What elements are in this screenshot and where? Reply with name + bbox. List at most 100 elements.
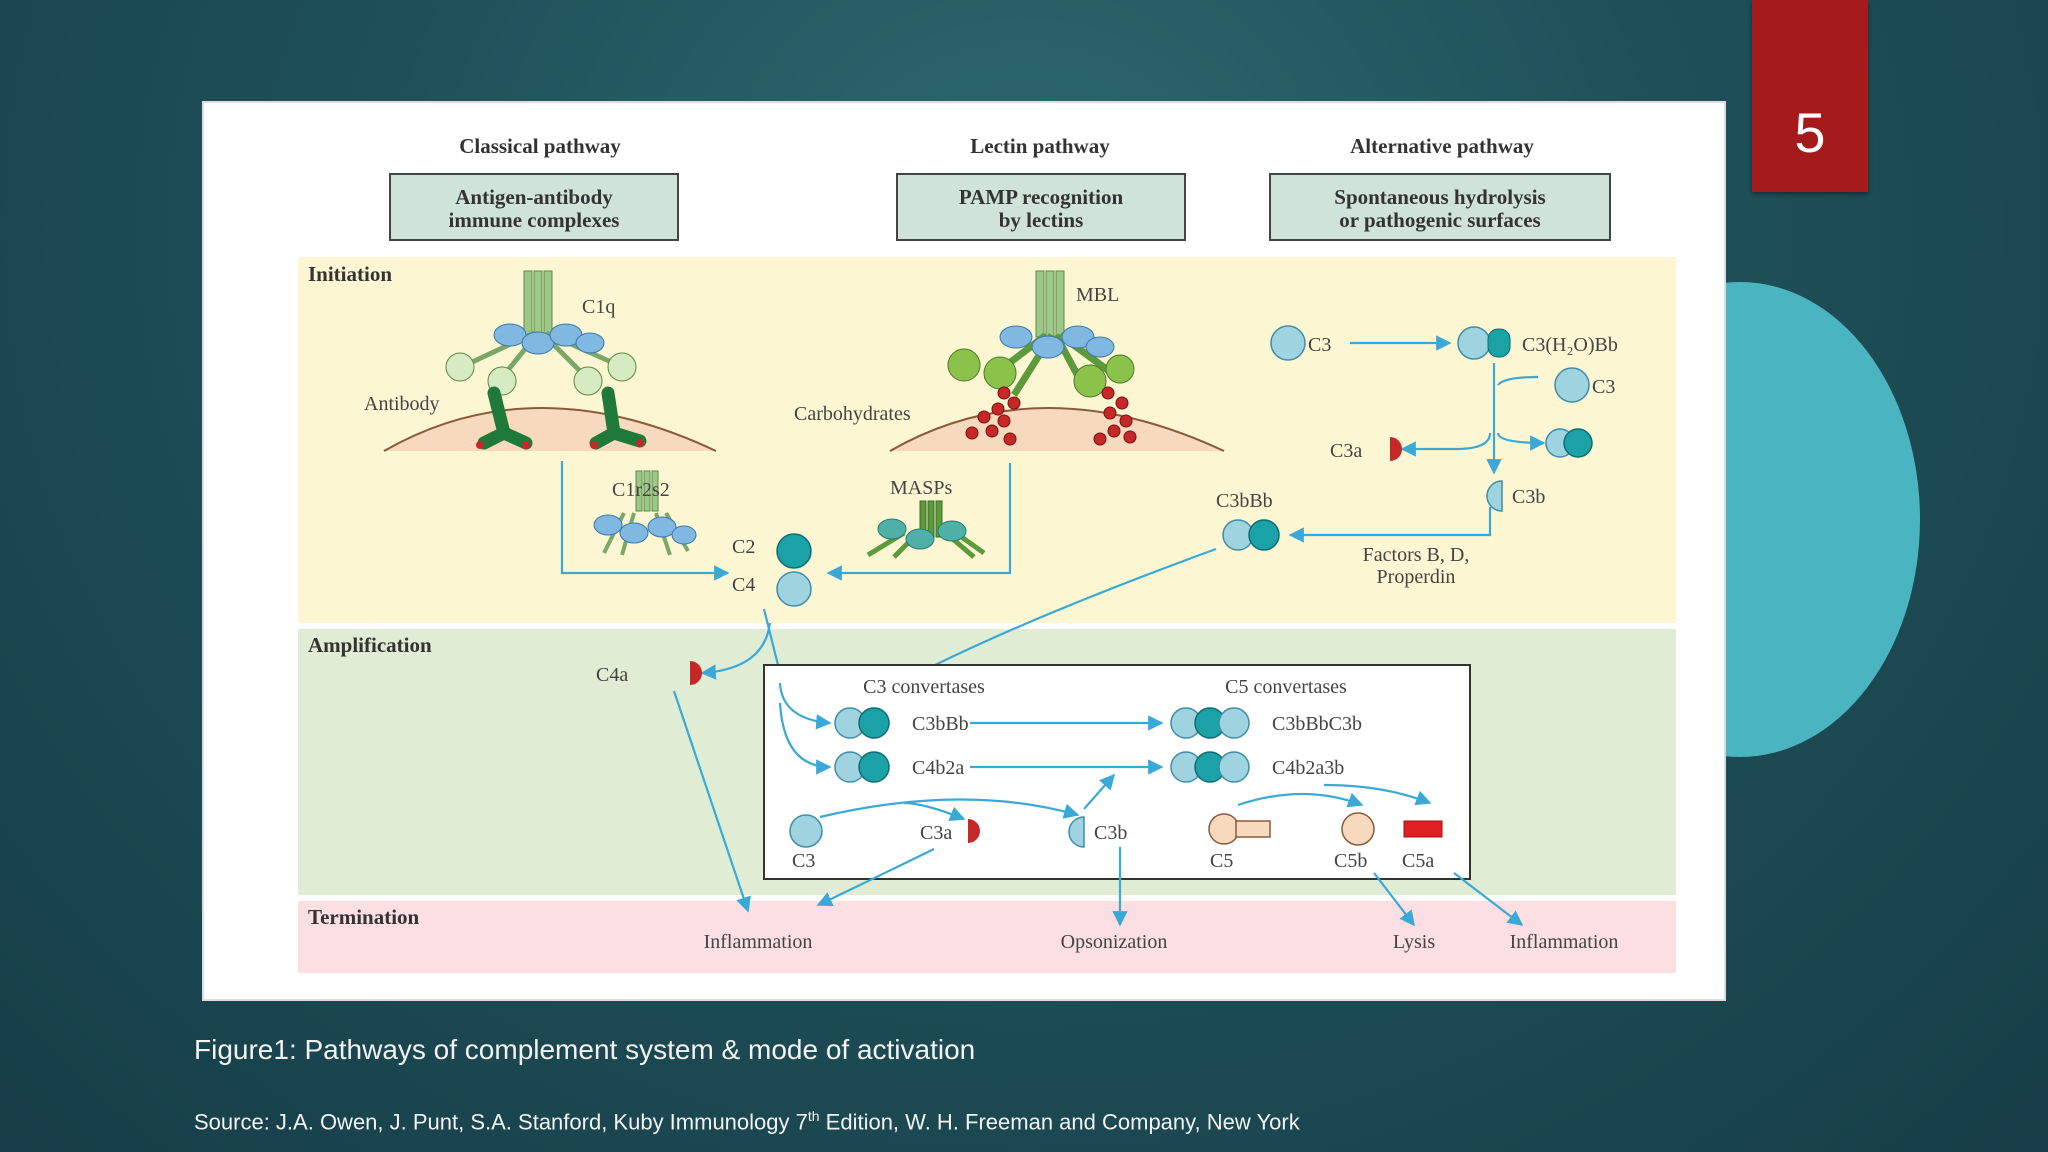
- c5b-lysis-arrow: [1373, 872, 1415, 927]
- alt-c3a-label: C3a: [1330, 440, 1362, 462]
- alt-c3b-label: C3b: [1512, 486, 1545, 508]
- alt-c3-label: C3: [1308, 334, 1331, 356]
- c3a-fragment: [1390, 437, 1402, 461]
- amp-c3-molecule: [789, 814, 823, 848]
- factors-line2: Properdin: [1377, 566, 1456, 588]
- mbl-carbohydrate-illustration: [889, 270, 1225, 452]
- c2-label: C2: [732, 536, 755, 558]
- c4a-fragment: [690, 661, 702, 685]
- c4a-label: C4a: [596, 664, 628, 686]
- c3-convertase-arrow: [1496, 432, 1546, 451]
- c4b2a3b-c: [1218, 751, 1250, 783]
- classical-trigger-line2: immune complexes: [449, 208, 620, 232]
- to-c4b2a-arrow: [778, 702, 832, 775]
- c3-convertases-label: C3 convertases: [863, 676, 985, 698]
- c4-label: C4: [732, 574, 755, 596]
- antibody-label: Antibody: [364, 393, 440, 415]
- c5-convertases-label: C5 convertases: [1225, 676, 1347, 698]
- amp-c4b2a-b: [858, 751, 890, 783]
- c4a-release-arrow: [700, 622, 772, 680]
- c3-to-c3b-arrow: [819, 798, 1080, 819]
- amp-c3-label: C3: [792, 850, 815, 872]
- source-text-start: Source: J.A. Owen, J. Punt, S.A. Stanfor…: [194, 1109, 808, 1135]
- factors-arrow: [1288, 507, 1492, 543]
- c5-label: C5: [1210, 850, 1233, 872]
- classical-trigger-box: [389, 173, 679, 241]
- bb-bound-molecule: [1563, 428, 1593, 458]
- to-c3bbb-arrow: [778, 682, 832, 730]
- c3bbbc3b-label: C3bBbC3b: [1272, 713, 1362, 735]
- alternative-trigger-box: [1269, 173, 1611, 241]
- complement-pathways-diagram: Classical pathway Lectin pathway Alterna…: [298, 134, 1676, 973]
- stage-amplification-label: Amplification: [308, 633, 432, 657]
- lectin-trigger-line2: by lectins: [999, 208, 1084, 232]
- c3bbbc3b-c: [1218, 707, 1250, 739]
- c4-molecule: [776, 571, 812, 607]
- termination-opsonization: Opsonization: [1061, 931, 1168, 953]
- c5-head: [1208, 813, 1240, 845]
- mbl-label: MBL: [1076, 284, 1119, 306]
- c1r2s2-illustration: [593, 470, 697, 556]
- amp-c4b2a-label: C4b2a: [912, 757, 964, 779]
- termination-inflammation-1: Inflammation: [704, 931, 813, 953]
- amp-c3b-molecule: [1068, 816, 1085, 848]
- c3h2obb-label: C3(H₂O)Bb: [1522, 334, 1618, 356]
- stage-termination-label: Termination: [308, 905, 420, 929]
- masps-illustration: [866, 500, 986, 559]
- c5-to-c5b-arrow: [1237, 792, 1364, 808]
- c3b-to-convertase-arrow: [1083, 773, 1116, 810]
- classical-pathway-title: Classical pathway: [459, 134, 621, 158]
- c1r2s2-label: C1r2s2: [612, 479, 670, 501]
- classical-to-c2c4-arrow: [560, 461, 730, 581]
- c5a-label: C5a: [1402, 850, 1434, 872]
- lectin-trigger-line1: PAMP recognition: [959, 185, 1124, 209]
- termination-inflammation-2: Inflammation: [1510, 931, 1619, 953]
- c1q-antibody-illustration: [383, 270, 717, 452]
- c5-tail: [1235, 820, 1271, 838]
- termination-band: [298, 901, 1676, 973]
- c3-second-molecule: [1554, 367, 1590, 403]
- carbohydrates-label: Carbohydrates: [794, 403, 911, 425]
- c5a-fragment: [1403, 820, 1443, 838]
- figure-source: Source: J.A. Owen, J. Punt, S.A. Stanfor…: [194, 1108, 1300, 1135]
- alternative-pathway-title: Alternative pathway: [1350, 134, 1534, 158]
- classical-trigger-line1: Antigen-antibody: [455, 185, 613, 209]
- figure-caption: Figure1: Pathways of complement system &…: [194, 1034, 976, 1065]
- c5b-label: C5b: [1334, 850, 1367, 872]
- source-superscript: th: [807, 1108, 820, 1124]
- amp-c3bbb-label: C3bBb: [912, 713, 969, 735]
- amp-c3bbb-b: [858, 707, 890, 739]
- bb-fragment: [1487, 328, 1511, 358]
- c3b-molecule: [1486, 480, 1503, 512]
- factors-line1: Factors B, D,: [1363, 544, 1470, 566]
- lectin-trigger-box: [896, 173, 1186, 241]
- c3a-inflammation-arrow: [816, 848, 935, 907]
- c3-molecule: [1270, 325, 1306, 361]
- amp-c3a-fragment: [968, 819, 980, 843]
- c5-to-c5a-arrow: [1323, 783, 1432, 806]
- lectin-to-c2c4-arrow: [826, 463, 1012, 581]
- slide-number-badge: 5: [1752, 0, 1868, 192]
- c5b-molecule: [1341, 812, 1375, 846]
- slide-number: 5: [1794, 101, 1826, 164]
- c3h2o-molecule: [1457, 326, 1491, 360]
- masps-label: MASPs: [890, 477, 952, 499]
- c4b2a3b-label: C4b2a3b: [1272, 757, 1344, 779]
- c3-to-c3a-arrow: [903, 801, 966, 822]
- c3a-release-arrow: [1400, 432, 1492, 457]
- c5a-inflammation-arrow: [1453, 872, 1524, 926]
- stage-initiation-label: Initiation: [308, 262, 392, 286]
- c3bbb-bb-part: [1248, 519, 1280, 551]
- amp-c3b-label: C3b: [1094, 822, 1127, 844]
- lectin-pathway-title: Lectin pathway: [970, 134, 1110, 158]
- c3-input-line: [1497, 375, 1539, 386]
- alternative-trigger-line1: Spontaneous hydrolysis: [1334, 185, 1545, 209]
- c4a-inflammation-arrow: [672, 690, 751, 913]
- alternative-trigger-line2: or pathogenic surfaces: [1339, 208, 1540, 232]
- c1q-label: C1q: [582, 296, 615, 318]
- figure-image: Classical pathway Lectin pathway Alterna…: [202, 101, 1726, 1001]
- termination-lysis: Lysis: [1393, 931, 1435, 953]
- alt-c3-second-label: C3: [1592, 376, 1615, 398]
- c2-molecule: [776, 533, 812, 569]
- alt-c3bbb-label: C3bBb: [1216, 490, 1273, 512]
